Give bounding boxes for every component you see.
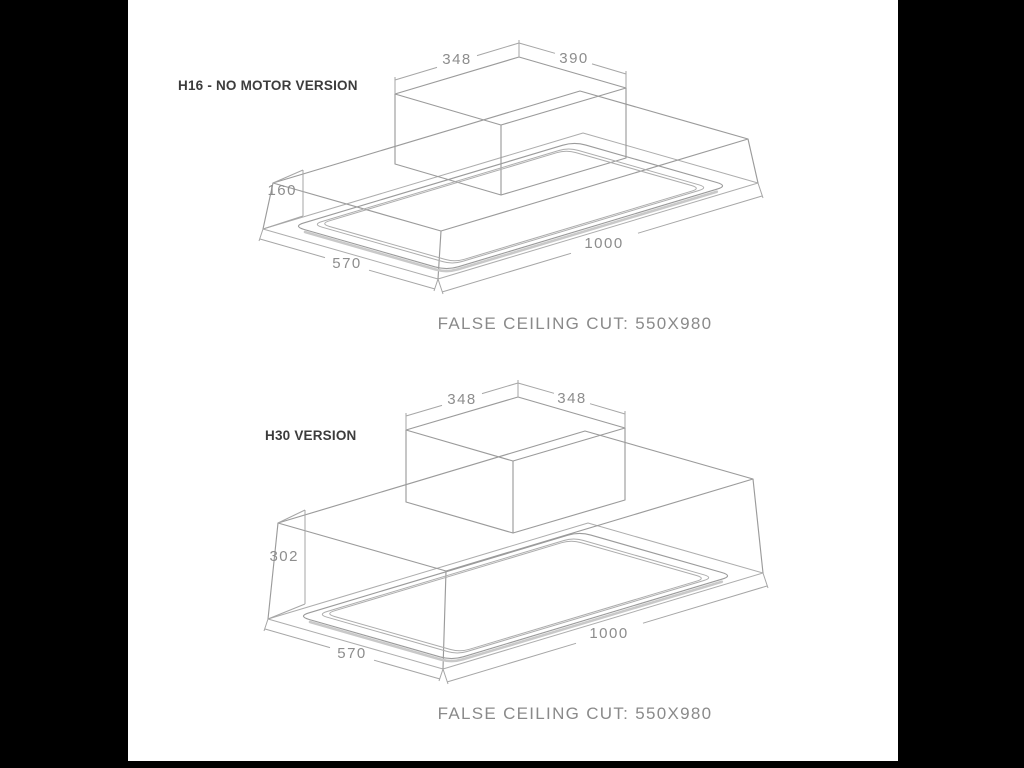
diagram-h16: H16 - NO MOTOR VERSION 348 390 xyxy=(178,40,764,333)
diagram-title: H30 VERSION xyxy=(265,428,356,443)
dim-value-duct-left: 348 xyxy=(447,391,477,408)
dim-line-duct-right xyxy=(518,42,627,88)
glass-panel-middle-outline xyxy=(316,148,705,264)
glass-panel-shadow-edge xyxy=(303,190,719,273)
dim-value-length: 1000 xyxy=(589,625,628,642)
dimension-lines: 348 348 302 570 1000 xyxy=(263,380,769,685)
right-frame-bar xyxy=(898,0,1024,768)
glass-panel-inner-outline xyxy=(329,540,702,652)
dim-line-duct-left xyxy=(405,380,519,430)
dim-line-length xyxy=(442,572,769,685)
glass-panel-inner-outline xyxy=(324,150,697,262)
glass-panel-shadow-edge xyxy=(308,580,724,663)
dim-value-depth: 570 xyxy=(337,645,367,662)
diagram-title: H16 - NO MOTOR VERSION xyxy=(178,78,358,93)
left-frame-bar xyxy=(0,0,128,768)
dim-value-height: 160 xyxy=(267,182,297,199)
dim-value-duct-right: 348 xyxy=(557,390,587,407)
dim-value-depth: 570 xyxy=(332,255,362,272)
bottom-frame-bar xyxy=(0,761,1024,768)
diagram-h30: H30 VERSION 348 348 302 570 1000 FALSE C… xyxy=(263,380,769,723)
dim-line-depth xyxy=(258,228,439,292)
hood-body-wall-edges xyxy=(267,478,764,670)
glass-panel-middle-outline xyxy=(321,538,710,654)
dim-line-height xyxy=(262,169,304,230)
glass-panel-outer-outline xyxy=(302,532,729,660)
dimension-lines: 348 390 160 570 1000 xyxy=(258,40,764,295)
dim-value-duct-left: 348 xyxy=(442,51,472,68)
glass-panel-outer-outline xyxy=(297,142,724,270)
dim-line-depth xyxy=(263,618,444,682)
dim-value-duct-right: 390 xyxy=(559,50,589,67)
dim-value-height: 302 xyxy=(269,548,299,565)
duct-vertical-and-base-edges xyxy=(405,428,626,534)
false-ceiling-caption: FALSE CEILING CUT: 550X980 xyxy=(438,704,713,723)
dim-line-height xyxy=(267,509,306,620)
dim-value-length: 1000 xyxy=(584,235,623,252)
dim-line-duct-left xyxy=(394,40,520,94)
dim-line-length xyxy=(437,182,764,295)
false-ceiling-caption: FALSE CEILING CUT: 550X980 xyxy=(438,314,713,333)
dim-line-duct-right xyxy=(517,382,626,428)
